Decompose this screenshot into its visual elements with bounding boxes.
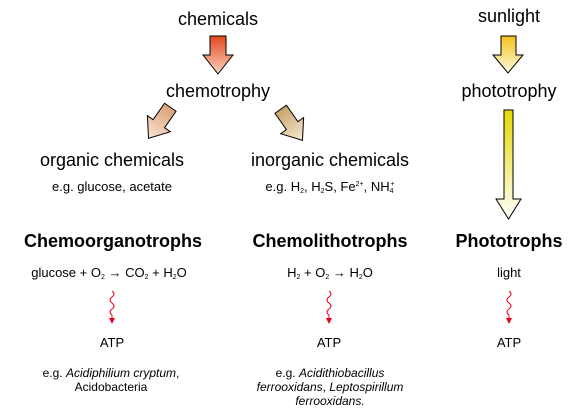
inorganic-chemicals-label: inorganic chemicals (250, 150, 410, 170)
phototrophs-heading: Phototrophs (455, 231, 563, 251)
chemicals-label: chemicals (177, 9, 259, 29)
organic-example: e.g. glucose, acetate (52, 179, 172, 194)
arrow-sunlight-to-phototrophy (491, 35, 525, 74)
chemoorganotrophs-example: e.g. Acidiphilium cryptum, Acidobacteria (42, 366, 180, 394)
sunlight-label: sunlight (477, 6, 541, 26)
arrow-chemotrophy-to-inorganic (274, 104, 305, 142)
chemolithotrophs-heading: Chemolithotrophs (252, 231, 408, 251)
chemoorganotrophs-heading: Chemoorganotrophs (24, 231, 202, 251)
chemotrophy-label: chemotrophy (165, 81, 271, 101)
phototrophs-source: light (497, 265, 521, 280)
arrow-chemicals-to-chemotrophy (201, 35, 235, 75)
chemoorganotrophs-equation: glucose + O2 → CO2 + H2O (31, 265, 187, 281)
chemolithotrophs-example: e.g. Acidithiobacillus ferrooxidans, Lep… (256, 366, 404, 408)
squiggle-arrow-phototrophs (506, 290, 512, 324)
squiggle-arrow-chemolithotrophs (326, 290, 332, 324)
squiggle-arrow-chemoorganotrophs (109, 290, 115, 324)
arrow-chemotrophy-to-organic (146, 102, 177, 140)
organic-chemicals-label: organic chemicals (39, 150, 185, 170)
chemolithotrophs-atp: ATP (316, 335, 342, 350)
phototrophy-label: phototrophy (461, 81, 557, 101)
arrow-phototrophy-to-phototrophs (495, 109, 522, 220)
chemoorganotrophs-atp: ATP (99, 335, 125, 350)
chemolithotrophs-equation: H2 + O2 → H2O (287, 265, 373, 281)
inorganic-example: e.g. H2, H2S, Fe2+, NH4+ (265, 179, 395, 195)
phototrophs-atp: ATP (496, 335, 522, 350)
